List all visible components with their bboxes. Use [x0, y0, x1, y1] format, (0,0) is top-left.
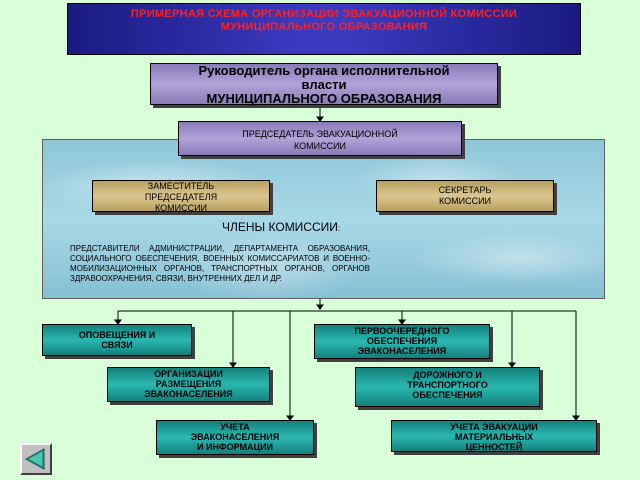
group-line: УЧЕТА ЭВАКУАЦИИ — [450, 422, 538, 432]
head-line-2: власти — [301, 77, 347, 92]
secretary-box: СЕКРЕТАРЬ КОМИССИИ — [376, 180, 554, 212]
head-of-authority-box: Руководитель органа исполнительной власт… — [150, 63, 498, 106]
arrow-head — [572, 415, 580, 421]
group-line: СВЯЗИ — [101, 340, 133, 350]
chairman-box: ПРЕДСЕДАТЕЛЬ ЭВАКУАЦИОННОЙ КОМИССИИ — [178, 121, 462, 156]
group-line: РАЗМЕЩЕНИЯ — [155, 379, 222, 389]
deputy-line-2: ПРЕДСЕДАТЕЛЯ — [144, 192, 218, 202]
group-line: УЧЕТА — [220, 422, 250, 432]
head-line-1: Руководитель органа исполнительной — [198, 63, 450, 78]
group-line: ЭВАКОНАСЕЛЕНИЯ — [190, 432, 280, 442]
group-accommodation-box: ОРГАНИЗАЦИИ РАЗМЕЩЕНИЯ ЭВАКОНАСЕЛЕНИЯ — [107, 367, 270, 402]
group-line: ПЕРВООЧЕРЕДНОГО — [354, 326, 450, 336]
group-registration-box: УЧЕТА ЭВАКОНАСЕЛЕНИЯ И ИНФОРМАЦИИ — [156, 420, 314, 455]
back-arrow-icon — [24, 448, 45, 470]
arrow-head — [286, 415, 294, 421]
secretary-line-1: СЕКРЕТАРЬ — [438, 185, 492, 195]
members-heading: ЧЛЕНЫ КОМИССИИ: — [222, 220, 382, 234]
arrow-head — [398, 319, 406, 325]
group-line: ЭВАКОНАСЕЛЕНИЯ — [357, 346, 447, 356]
arrow-head — [114, 319, 122, 325]
chairman-line-2: КОМИССИИ — [293, 141, 347, 151]
group-line: ДОРОЖНОГО И — [413, 370, 482, 380]
group-line: ОБЕСПЕЧЕНИЯ — [412, 390, 483, 400]
group-line: ЭВАКОНАСЕЛЕНИЯ — [144, 389, 233, 399]
chairman-line-1: ПРЕДСЕДАТЕЛЬ ЭВАКУАЦИОННОЙ — [242, 129, 398, 139]
arrow-head — [229, 362, 237, 368]
deputy-chairman-box: ЗАМЕСТИТЕЛЬ ПРЕДСЕДАТЕЛЯ КОМИССИИ — [92, 180, 270, 213]
group-line: ЦЕННОСТЕЙ — [465, 442, 523, 452]
head-line-3: МУНИЦИПАЛЬНОГО ОБРАЗОВАНИЯ — [206, 91, 442, 106]
group-line: ТРАНСПОРТНОГО — [407, 380, 488, 390]
group-line: И ИНФОРМАЦИИ — [196, 442, 273, 452]
arrow-head — [316, 304, 324, 310]
back-button[interactable] — [20, 443, 52, 475]
deputy-line-3: КОМИССИИ — [154, 203, 208, 213]
deputy-line-1: ЗАМЕСТИТЕЛЬ — [147, 181, 215, 191]
arrow-head — [508, 362, 516, 368]
group-notification-box: ОПОВЕЩЕНИЯ И СВЯЗИ — [42, 324, 192, 356]
members-title-suffix: : — [337, 224, 341, 233]
members-description: ПРЕДСТАВИТЕЛИ АДМИНИСТРАЦИИ, ДЕПАРТАМЕНТ… — [70, 244, 370, 283]
group-line: ОРГАНИЗАЦИИ — [154, 369, 223, 379]
group-line: ОПОВЕЩЕНИЯ И — [78, 330, 156, 340]
members-title: ЧЛЕНЫ КОМИССИИ — [222, 220, 338, 234]
title-line-1: ПРИМЕРНАЯ СХЕМА ОРГАНИЗАЦИИ ЭВАКУАЦИОННО… — [130, 8, 518, 20]
group-material-values-box: УЧЕТА ЭВАКУАЦИИ МАТЕРИАЛЬНЫХ ЦЕННОСТЕЙ — [391, 420, 597, 452]
group-priority-support-box: ПЕРВООЧЕРЕДНОГО ОБЕСПЕЧЕНИЯ ЭВАКОНАСЕЛЕН… — [314, 324, 490, 359]
title-line-2: МУНИЦИПАЛЬНОГО ОБРАЗОВАНИЯ — [220, 21, 428, 33]
group-transport-box: ДОРОЖНОГО И ТРАНСПОРТНОГО ОБЕСПЕЧЕНИЯ — [355, 367, 540, 407]
group-line: ОБЕСПЕЧЕНИЯ — [366, 336, 438, 346]
arrow-head — [316, 116, 324, 122]
diagram-title: ПРИМЕРНАЯ СХЕМА ОРГАНИЗАЦИИ ЭВАКУАЦИОННО… — [67, 3, 581, 55]
secretary-line-2: КОМИССИИ — [438, 196, 492, 206]
group-line: МАТЕРИАЛЬНЫХ — [454, 432, 534, 442]
commission-panel — [42, 139, 605, 299]
